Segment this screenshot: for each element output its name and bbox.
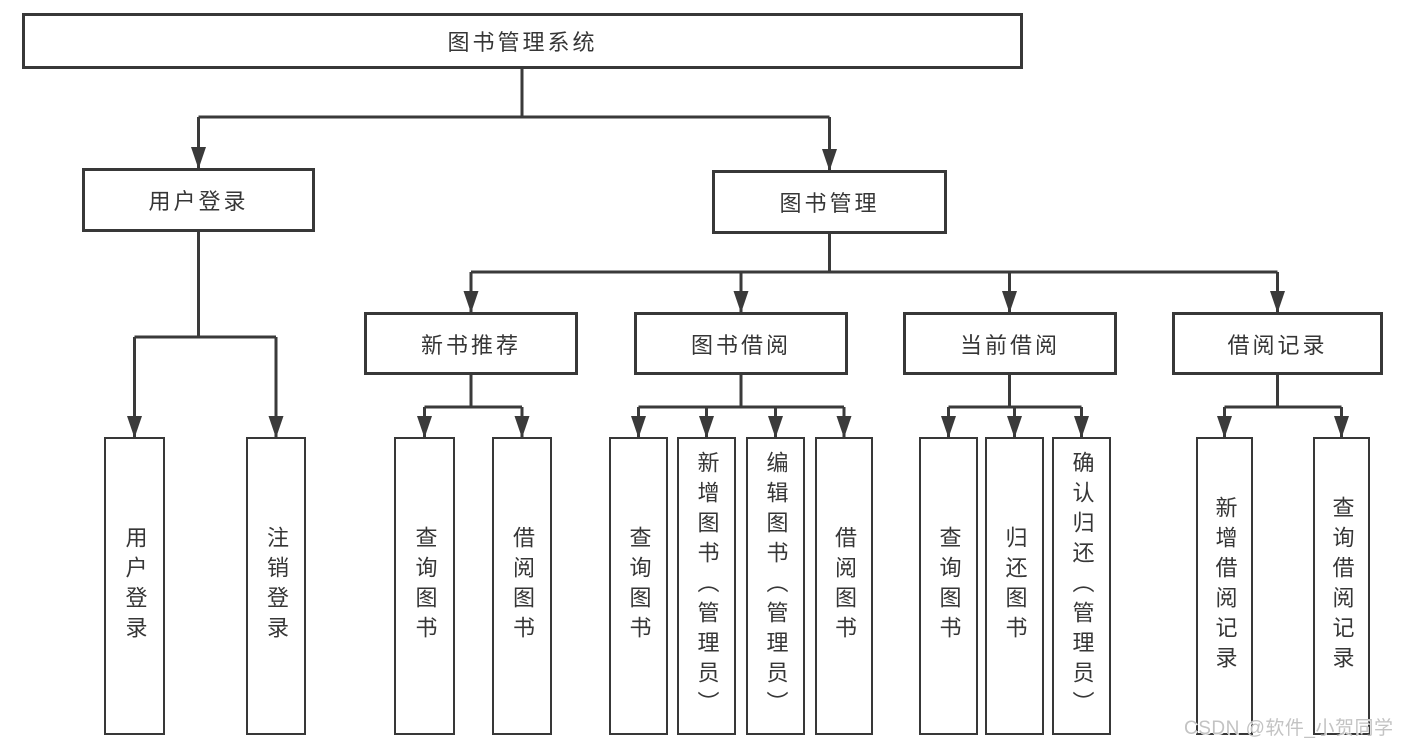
leaf-query-books-current: 查询图书 [919,437,978,735]
node-root: 图书管理系统 [22,13,1023,69]
node-current-borrow: 当前借阅 [903,312,1117,375]
csdn-watermark: CSDN @软件_小贺同学 [1184,718,1394,739]
node-book-borrow: 图书借阅 [634,312,848,375]
leaf-confirm-return-admin: 确认归还（管理员） [1052,437,1111,735]
node-borrow-records: 借阅记录 [1172,312,1383,375]
node-user-login: 用户登录 [82,168,315,232]
leaf-borrow-books-recommend: 借阅图书 [492,437,552,735]
leaf-user-login: 用户登录 [104,437,165,735]
leaf-borrow-books-borrow: 借阅图书 [815,437,873,735]
leaf-return-books: 归还图书 [985,437,1044,735]
leaf-add-book-admin: 新增图书（管理员） [677,437,736,735]
leaf-edit-book-admin: 编辑图书（管理员） [746,437,805,735]
leaf-add-borrow-record: 新增借阅记录 [1196,437,1253,735]
node-book-management: 图书管理 [712,170,947,234]
leaf-query-books-recommend: 查询图书 [394,437,455,735]
node-new-book-recommend: 新书推荐 [364,312,578,375]
leaf-query-books-borrow: 查询图书 [609,437,668,735]
leaf-logout: 注销登录 [246,437,306,735]
leaf-query-borrow-record: 查询借阅记录 [1313,437,1370,735]
tree-lines [134,69,1342,409]
